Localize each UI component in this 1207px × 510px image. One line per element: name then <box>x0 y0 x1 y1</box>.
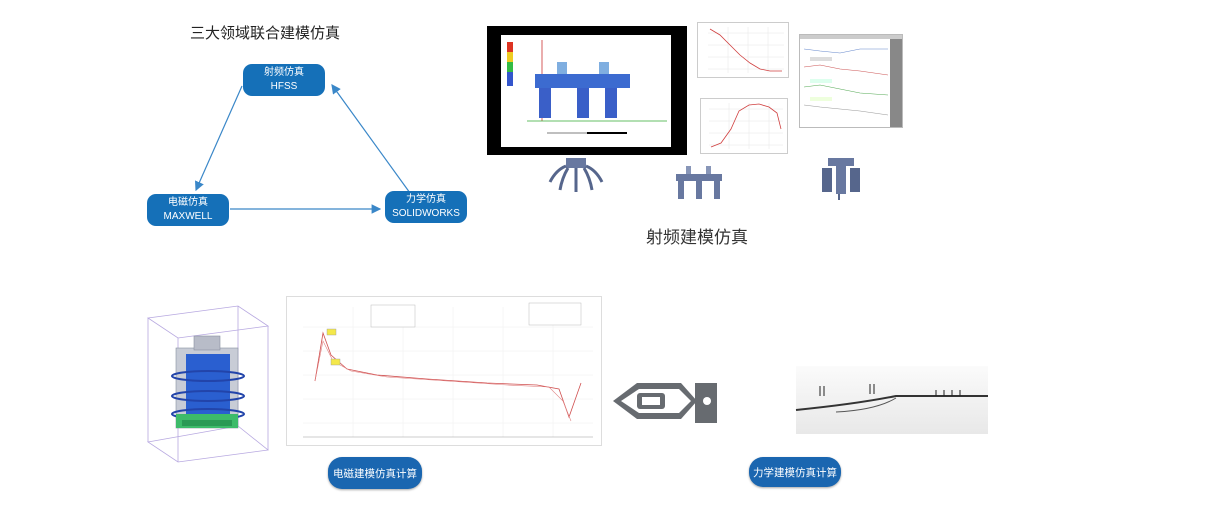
mech-part-model <box>613 383 717 423</box>
triangle-arrows <box>195 84 411 214</box>
node-solidworks-line1: 力学仿真 <box>406 194 446 205</box>
rf-field-screenshot <box>487 26 687 155</box>
rf-caption: 射频建模仿真 <box>646 228 748 248</box>
node-hfss: 射频仿真 HFSS <box>243 64 325 96</box>
rf-model-cavity <box>822 158 860 200</box>
node-maxwell: 电磁仿真 MAXWELL <box>147 194 229 226</box>
node-hfss-line1: 射频仿真 <box>264 67 304 78</box>
em-force-plot <box>286 296 602 446</box>
rf-sparam-plot-2 <box>700 98 788 154</box>
node-solidworks: 力学仿真 SOLIDWORKS <box>385 191 467 223</box>
node-maxwell-line2: MAXWELL <box>163 211 213 222</box>
rf-sparam-plot-1 <box>697 22 789 78</box>
em-3d-model <box>146 305 270 463</box>
triangle-title: 三大领域联合建模仿真 <box>190 25 341 42</box>
node-maxwell-line1: 电磁仿真 <box>168 197 208 208</box>
node-hfss-line2: HFSS <box>270 81 298 92</box>
rf-model-octopus <box>548 158 604 192</box>
node-solidworks-line2: SOLIDWORKS <box>392 208 460 219</box>
em-simulation-label: 电磁建模仿真计算 <box>328 457 422 489</box>
rf-multi-plot <box>799 34 903 128</box>
mech-deformation-model <box>795 366 988 434</box>
rf-model-filter <box>676 166 722 199</box>
mech-simulation-label: 力学建模仿真计算 <box>749 457 841 487</box>
